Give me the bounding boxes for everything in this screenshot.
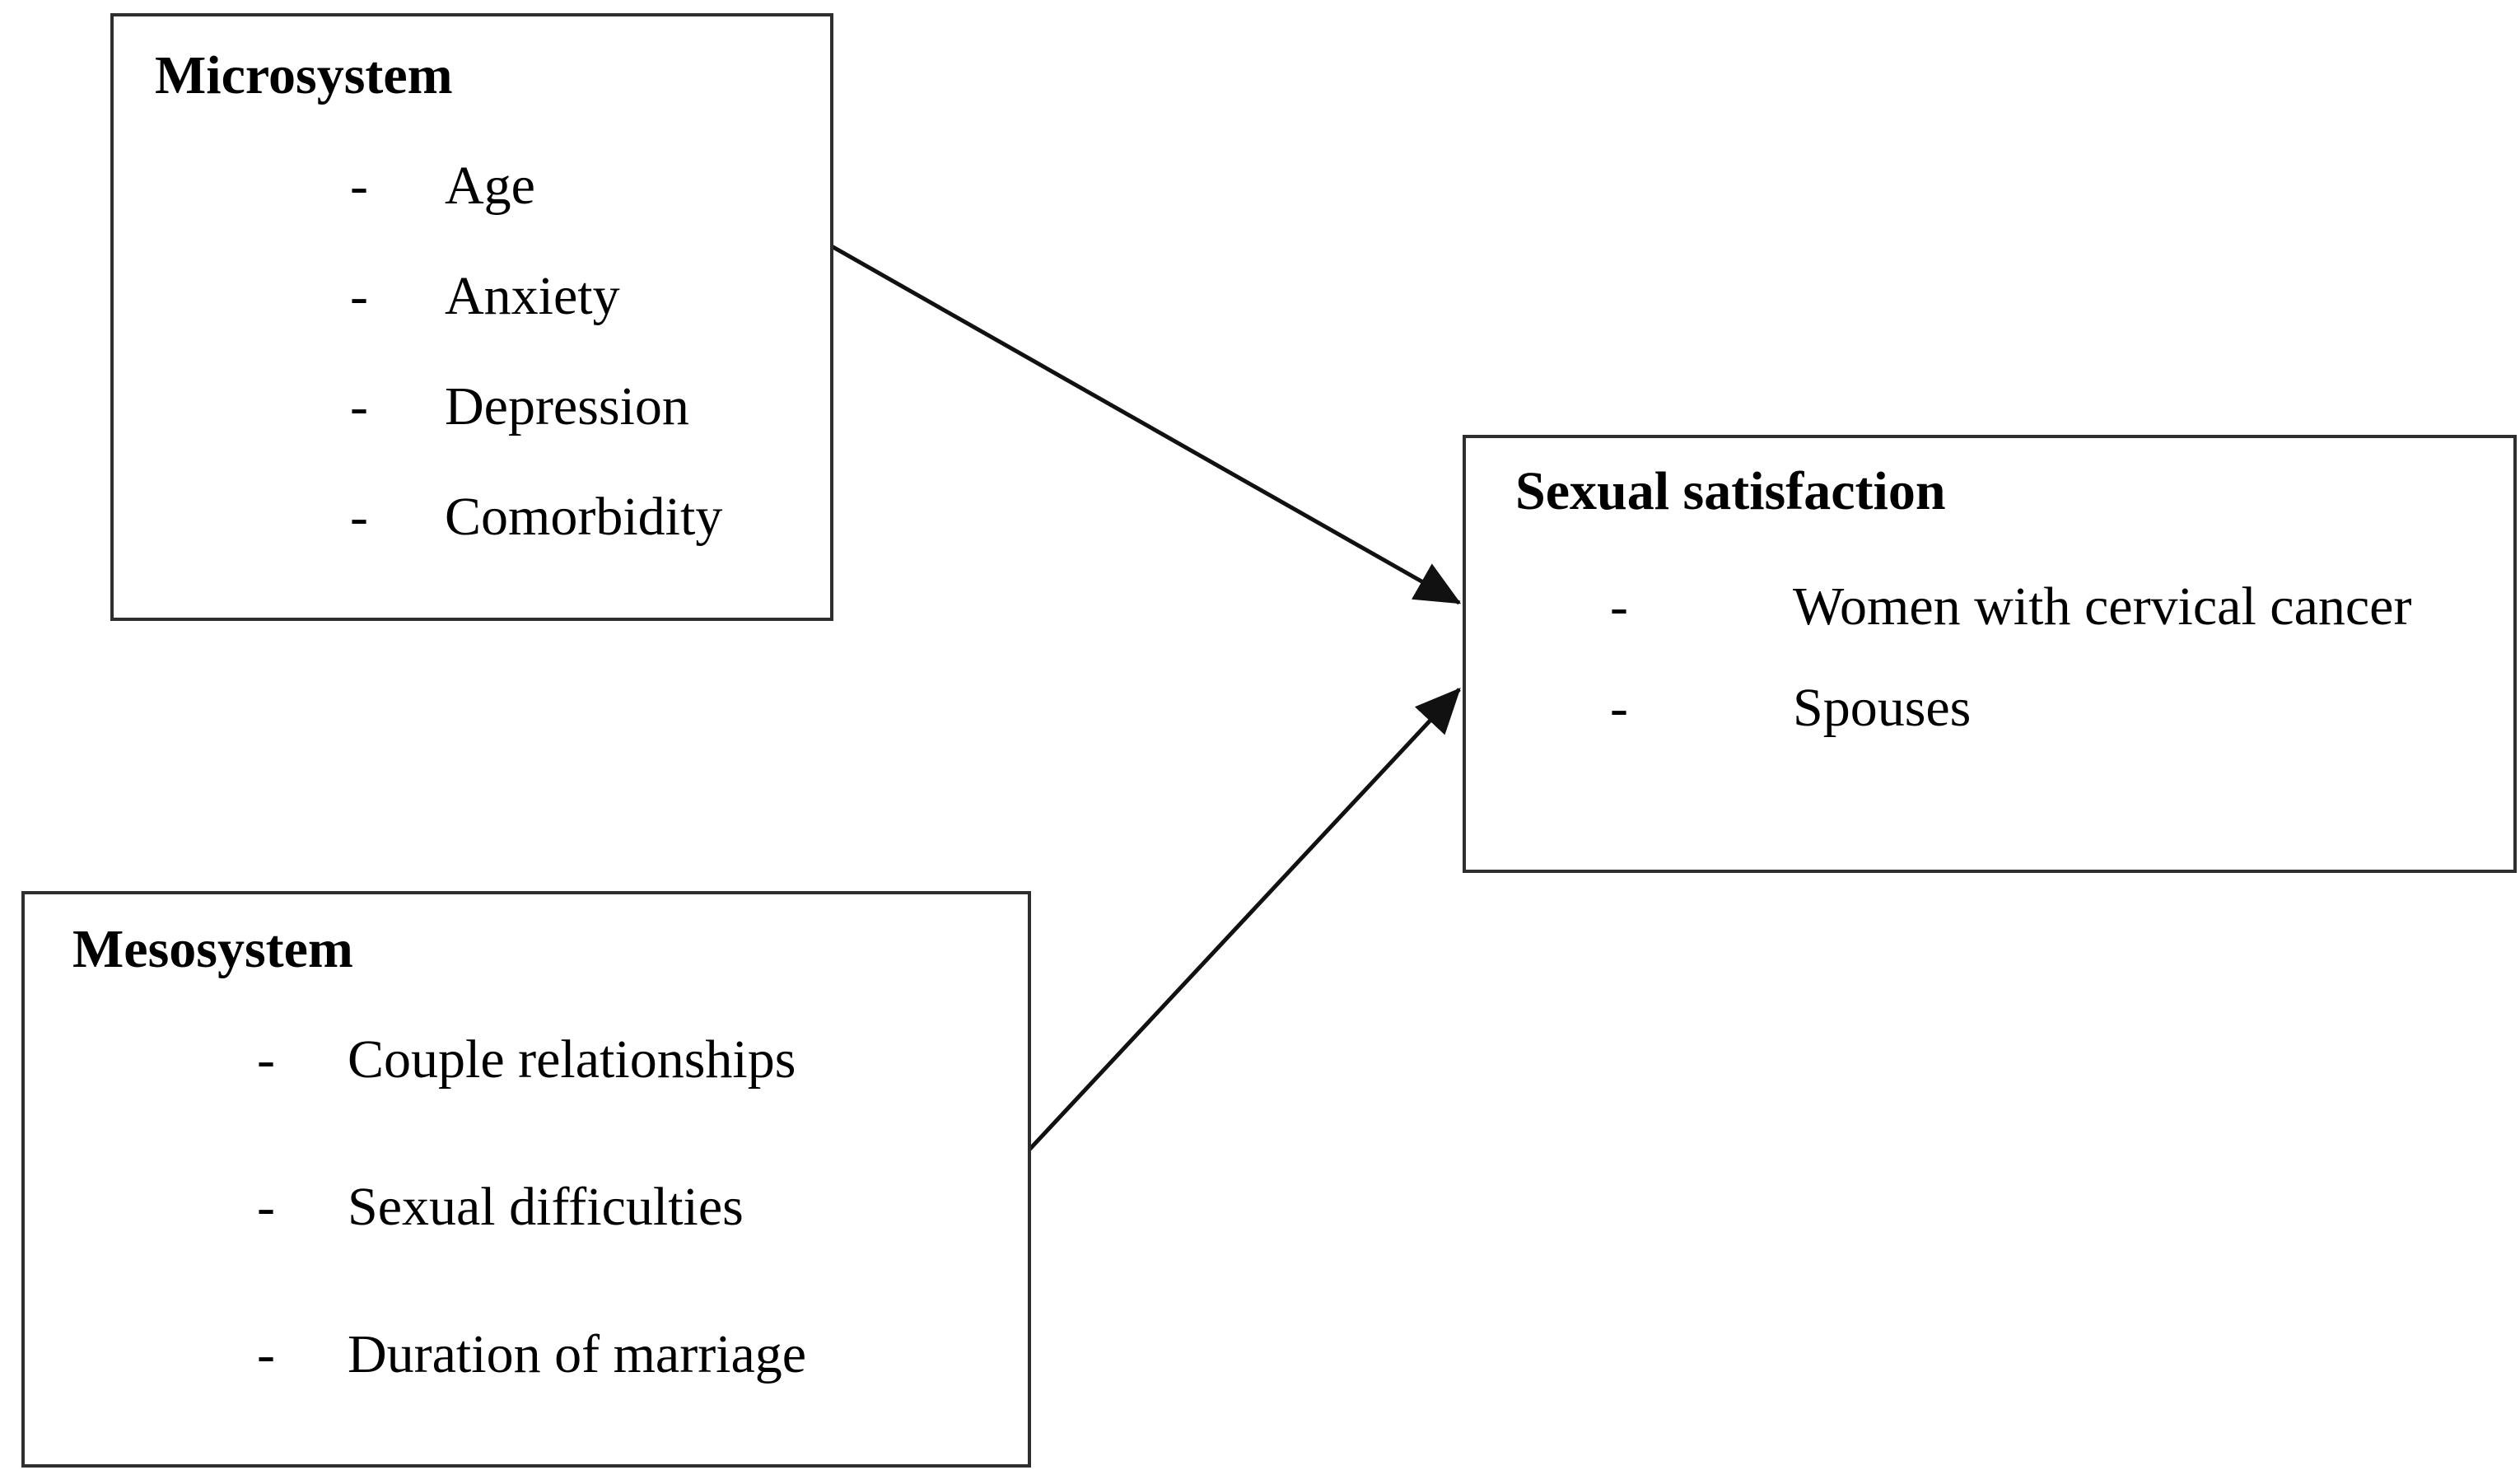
bullet-dash: - <box>257 1177 275 1237</box>
box-mesosystem-title: Mesosystem <box>72 919 353 979</box>
bullet-dash: - <box>1610 678 1628 738</box>
item-label: Anxiety <box>445 266 620 326</box>
item-label: Depression <box>445 376 689 436</box>
bullet-dash: - <box>350 376 368 436</box>
item-label: Couple relationships <box>348 1029 796 1090</box>
list-item: - Duration of marriage <box>25 1320 1028 1389</box>
arrow-microsystem-to-outcome <box>828 243 1462 605</box>
box-microsystem-title: Microsystem <box>155 45 453 105</box>
bullet-dash: - <box>350 487 368 547</box>
box-mesosystem: Mesosystem - Couple relationships - Sexu… <box>21 891 1031 1468</box>
list-item: - Comorbidity <box>114 483 830 552</box>
list-item: - Sexual difficulties <box>25 1173 1028 1242</box>
bullet-dash: - <box>350 266 368 326</box>
item-label: Duration of marriage <box>348 1324 807 1384</box>
list-item: - Depression <box>114 372 830 441</box>
item-label: Comorbidity <box>445 487 723 547</box>
item-label: Spouses <box>1793 678 1972 738</box>
arrow-mesosystem-to-outcome <box>1026 688 1461 1153</box>
bullet-dash: - <box>1610 576 1628 637</box>
bullet-dash: - <box>257 1324 275 1384</box>
item-label: Age <box>445 156 535 216</box>
bullet-dash: - <box>257 1029 275 1090</box>
box-sexual-satisfaction-title: Sexual satisfaction <box>1515 461 1946 521</box>
box-microsystem: Microsystem - Age - Anxiety - Depression… <box>110 13 833 621</box>
box-sexual-satisfaction: Sexual satisfaction - Women with cervica… <box>1463 435 2517 873</box>
bullet-dash: - <box>350 156 368 216</box>
list-item: - Spouses <box>1466 674 2513 743</box>
list-item: - Couple relationships <box>25 1025 1028 1094</box>
item-label: Sexual difficulties <box>348 1177 744 1237</box>
list-item: - Women with cervical cancer <box>1466 572 2513 642</box>
item-label: Women with cervical cancer <box>1793 576 2412 637</box>
list-item: - Anxiety <box>114 262 830 331</box>
list-item: - Age <box>114 152 830 221</box>
